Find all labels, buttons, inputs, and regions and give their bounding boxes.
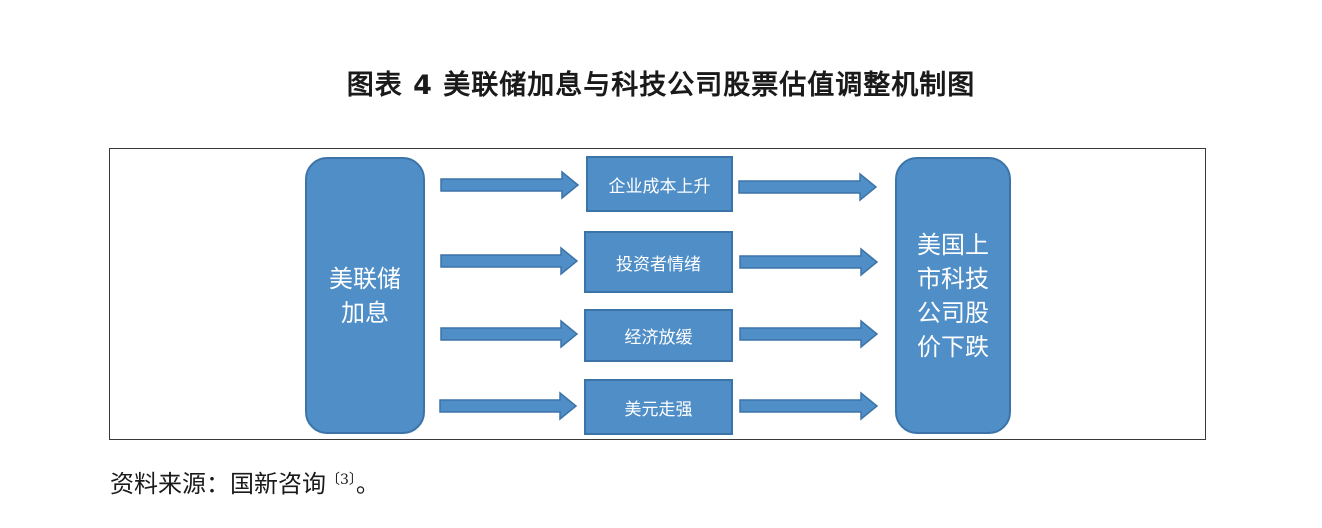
source-reference: 〔3〕 [326,472,356,488]
channel-box-slowdown: 经济放缓 [584,309,733,362]
channel-label-cost: 企业成本上升 [608,176,711,197]
diagram-frame [109,148,1206,440]
effect-label: 美国上 市科技 公司股 价下跌 [917,230,989,361]
source-text: 资料来源：国新咨询 [110,470,326,498]
effect-box: 美国上 市科技 公司股 价下跌 [895,157,1011,434]
cause-label: 美联储 加息 [329,264,401,327]
channel-box-sentiment: 投资者情绪 [584,231,733,293]
channel-box-cost: 企业成本上升 [586,156,733,212]
channel-label-dollar: 美元走强 [624,399,693,420]
source-end: 。 [355,470,380,498]
source-note: 资料来源：国新咨询〔3〕。 [110,466,380,502]
channel-box-dollar: 美元走强 [584,379,733,435]
cause-box: 美联储 加息 [305,157,425,434]
channel-label-sentiment: 投资者情绪 [616,254,701,275]
figure-title: 图表 4 美联储加息与科技公司股票估值调整机制图 [346,70,976,101]
channel-label-slowdown: 经济放缓 [624,328,693,348]
